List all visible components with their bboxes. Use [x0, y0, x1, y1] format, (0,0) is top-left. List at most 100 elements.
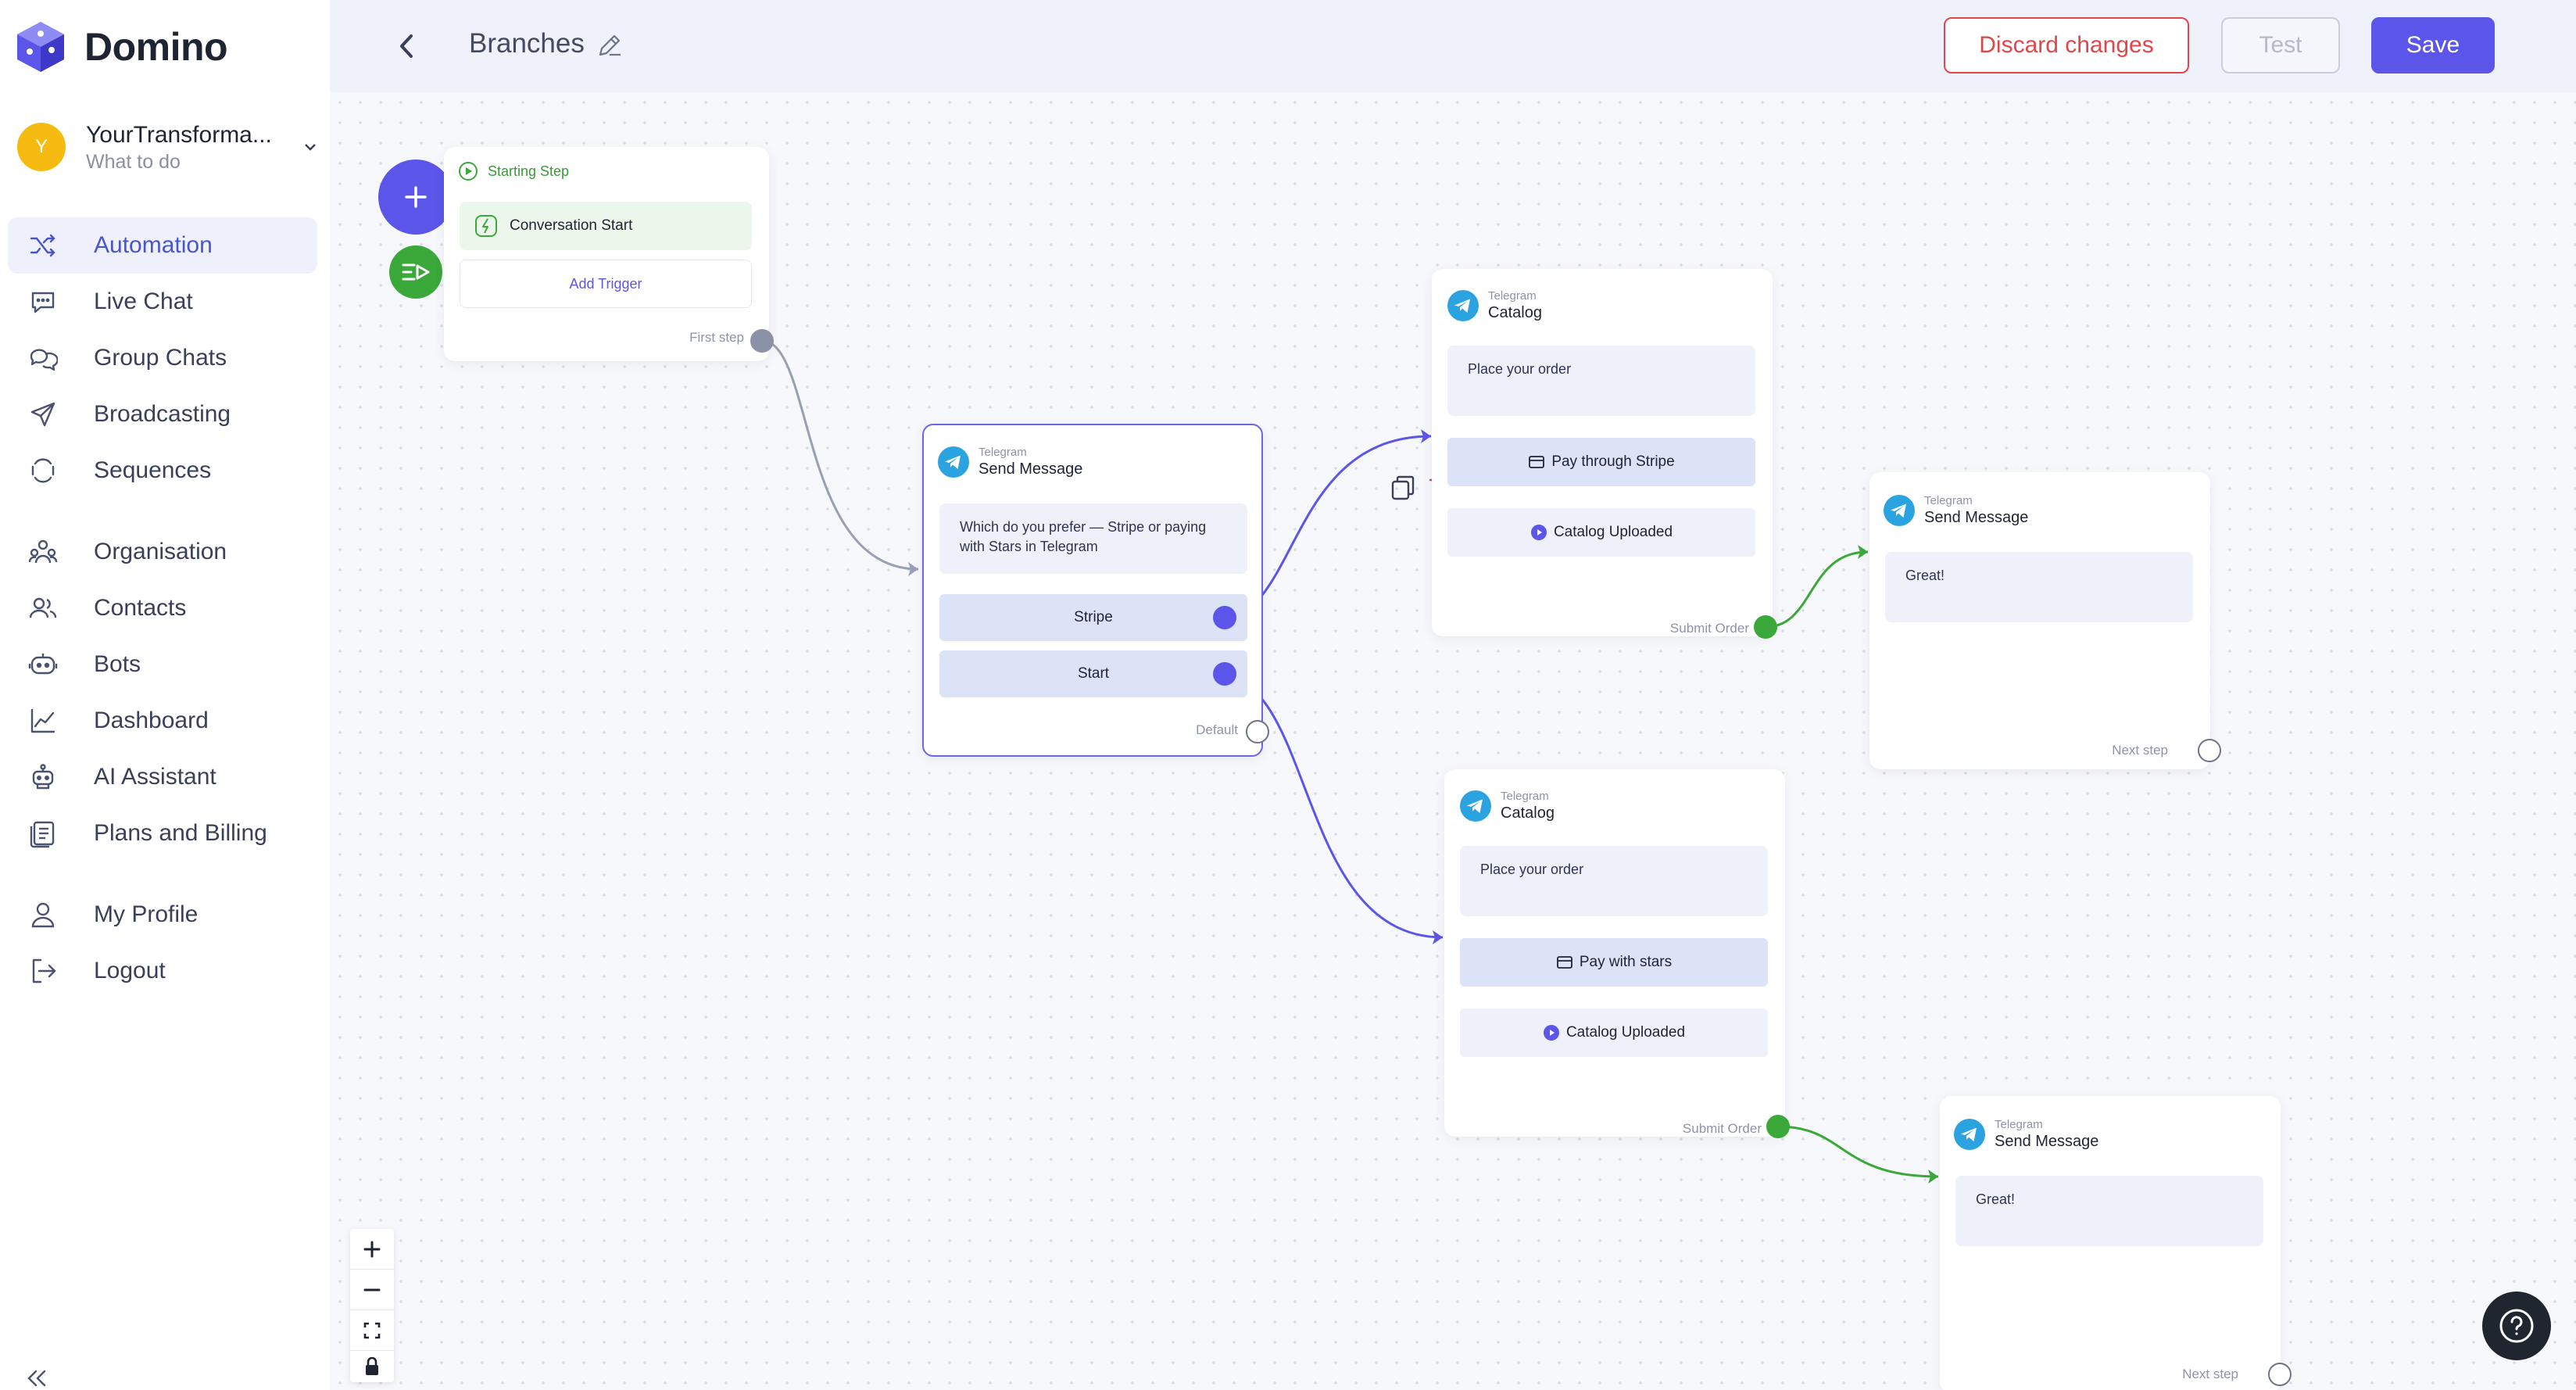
- save-button[interactable]: Save: [2371, 17, 2495, 73]
- telegram-icon: [1447, 290, 1479, 321]
- option-button-start[interactable]: Start: [939, 650, 1247, 697]
- lock-button[interactable]: [350, 1351, 394, 1382]
- billing-icon: [30, 821, 55, 848]
- sidebar-item-label: Broadcasting: [94, 401, 231, 427]
- brand-logo[interactable]: Domino: [14, 20, 228, 73]
- arrowhead: [1421, 429, 1431, 443]
- start-handle[interactable]: [1213, 662, 1236, 686]
- zoom-in-button[interactable]: [350, 1229, 394, 1270]
- zoom-controls: [350, 1229, 394, 1382]
- credit-card-icon: [1556, 956, 1572, 969]
- add-trigger-button[interactable]: Add Trigger: [460, 260, 752, 308]
- message-text[interactable]: Great!: [1955, 1176, 2263, 1246]
- submit-order-handle[interactable]: [1754, 615, 1777, 639]
- sidebar-item-label: Dashboard: [94, 708, 209, 733]
- message-text[interactable]: Place your order: [1447, 346, 1755, 416]
- sidebar-item-broadcasting[interactable]: Broadcasting: [8, 386, 317, 442]
- node-title: Send Message: [1924, 509, 2029, 526]
- fit-screen-icon: [363, 1322, 381, 1338]
- port-label: First step: [689, 330, 744, 345]
- lightning-icon: [475, 215, 497, 237]
- port-label: Next step: [2112, 743, 2168, 758]
- sidebar-item-my-profile[interactable]: My Profile: [8, 887, 317, 943]
- message-text[interactable]: Great!: [1885, 552, 2193, 622]
- zoom-out-button[interactable]: [350, 1270, 394, 1310]
- catalog-node[interactable]: Telegram Catalog Place your order Pay wi…: [1444, 769, 1790, 1138]
- sidebar-item-label: Organisation: [94, 539, 227, 564]
- catalog-status[interactable]: Catalog Uploaded: [1460, 1008, 1768, 1057]
- submit-order-handle[interactable]: [1766, 1115, 1790, 1138]
- port-label: Submit Order: [1682, 1121, 1762, 1136]
- message-text[interactable]: Which do you prefer — Stripe or paying w…: [939, 503, 1247, 574]
- question-icon: [2499, 1309, 2534, 1343]
- edge-start-to-message: [761, 339, 919, 571]
- telegram-icon: [938, 446, 969, 478]
- minus-icon: [363, 1288, 381, 1291]
- node-title: Catalog: [1501, 804, 1555, 822]
- catalog-node[interactable]: Telegram Catalog Place your order Pay th…: [1432, 269, 1777, 639]
- flow-canvas[interactable]: Starting Step Conversation Start Add Tri…: [330, 92, 2576, 1390]
- ai-robot-icon: [32, 764, 54, 790]
- default-handle[interactable]: [1246, 720, 1269, 743]
- sidebar-item-plans-billing[interactable]: Plans and Billing: [8, 805, 317, 862]
- trigger-item[interactable]: Conversation Start: [460, 202, 752, 250]
- sidebar: Domino Y YourTransforma... What to do Au…: [0, 0, 330, 1390]
- send-message-node[interactable]: Telegram Send Message Great! Next step: [1940, 1096, 2292, 1390]
- node-source: Telegram: [1501, 790, 1549, 803]
- sidebar-item-bots[interactable]: Bots: [8, 636, 317, 693]
- sidebar-item-label: Sequences: [94, 457, 212, 483]
- button-label: Pay with stars: [1579, 954, 1673, 970]
- next-step-handle[interactable]: [2268, 1363, 2292, 1386]
- chevron-down-icon: [305, 144, 316, 151]
- add-step-button[interactable]: [378, 159, 453, 235]
- paper-plane-icon: [30, 402, 55, 427]
- workspace-subtitle: What to do: [86, 151, 181, 173]
- copy-icon[interactable]: [1390, 474, 1416, 502]
- option-button-stripe[interactable]: Stripe: [939, 594, 1247, 641]
- pencil-edit-icon[interactable]: [596, 31, 624, 59]
- help-button[interactable]: [2482, 1291, 2551, 1360]
- sidebar-item-label: Group Chats: [94, 345, 227, 371]
- option-label: Start: [1077, 665, 1110, 682]
- sidebar-item-dashboard[interactable]: Dashboard: [8, 693, 317, 749]
- next-step-handle[interactable]: [2198, 739, 2221, 762]
- sidebar-item-group-chats[interactable]: Group Chats: [8, 330, 317, 386]
- send-message-node[interactable]: Telegram Send Message Which do you prefe…: [922, 424, 1269, 757]
- lock-icon: [366, 1357, 378, 1375]
- contacts-icon: [29, 597, 57, 618]
- sidebar-item-logout[interactable]: Logout: [8, 943, 317, 999]
- pay-with-stars-button[interactable]: Pay with stars: [1460, 938, 1768, 987]
- starting-step-node[interactable]: Starting Step Conversation Start Add Tri…: [444, 147, 774, 361]
- sidebar-item-live-chat[interactable]: Live Chat: [8, 274, 317, 330]
- arrowhead: [1858, 545, 1868, 559]
- telegram-icon: [1460, 790, 1491, 822]
- collapse-sidebar-icon[interactable]: [23, 1367, 50, 1390]
- workspace-switcher[interactable]: Y YourTransforma... What to do: [17, 119, 322, 175]
- send-message-node[interactable]: Telegram Send Message Great! Next step: [1869, 472, 2221, 769]
- sidebar-item-label: AI Assistant: [94, 764, 216, 790]
- plus-icon: [405, 186, 427, 208]
- stripe-handle[interactable]: [1213, 606, 1236, 629]
- back-arrow-icon[interactable]: [392, 30, 420, 63]
- discard-changes-button[interactable]: Discard changes: [1944, 17, 2189, 73]
- test-button[interactable]: Test: [2221, 17, 2340, 73]
- preview-flow-button[interactable]: [389, 245, 442, 299]
- sidebar-item-organisation[interactable]: Organisation: [8, 524, 317, 580]
- workspace-name: YourTransforma...: [86, 122, 272, 148]
- sidebar-item-sequences[interactable]: Sequences: [8, 442, 317, 499]
- sidebar-item-contacts[interactable]: Contacts: [8, 580, 317, 636]
- pay-through-stripe-button[interactable]: Pay through Stripe: [1447, 438, 1755, 486]
- user-icon: [31, 902, 55, 928]
- catalog-status[interactable]: Catalog Uploaded: [1447, 508, 1755, 557]
- top-bar: Branches Discard changes Test Save: [330, 0, 2576, 92]
- sidebar-item-automation[interactable]: Automation: [8, 217, 317, 274]
- fit-view-button[interactable]: [350, 1310, 394, 1351]
- sidebar-item-label: Live Chat: [94, 288, 193, 314]
- group-chat-icon: [30, 349, 58, 371]
- sequence-icon: [31, 458, 55, 483]
- first-step-handle[interactable]: [750, 329, 774, 353]
- node-source: Telegram: [1924, 494, 1973, 507]
- message-text[interactable]: Place your order: [1460, 846, 1768, 916]
- sidebar-item-ai-assistant[interactable]: AI Assistant: [8, 749, 317, 805]
- chat-bubble-icon: [31, 292, 55, 313]
